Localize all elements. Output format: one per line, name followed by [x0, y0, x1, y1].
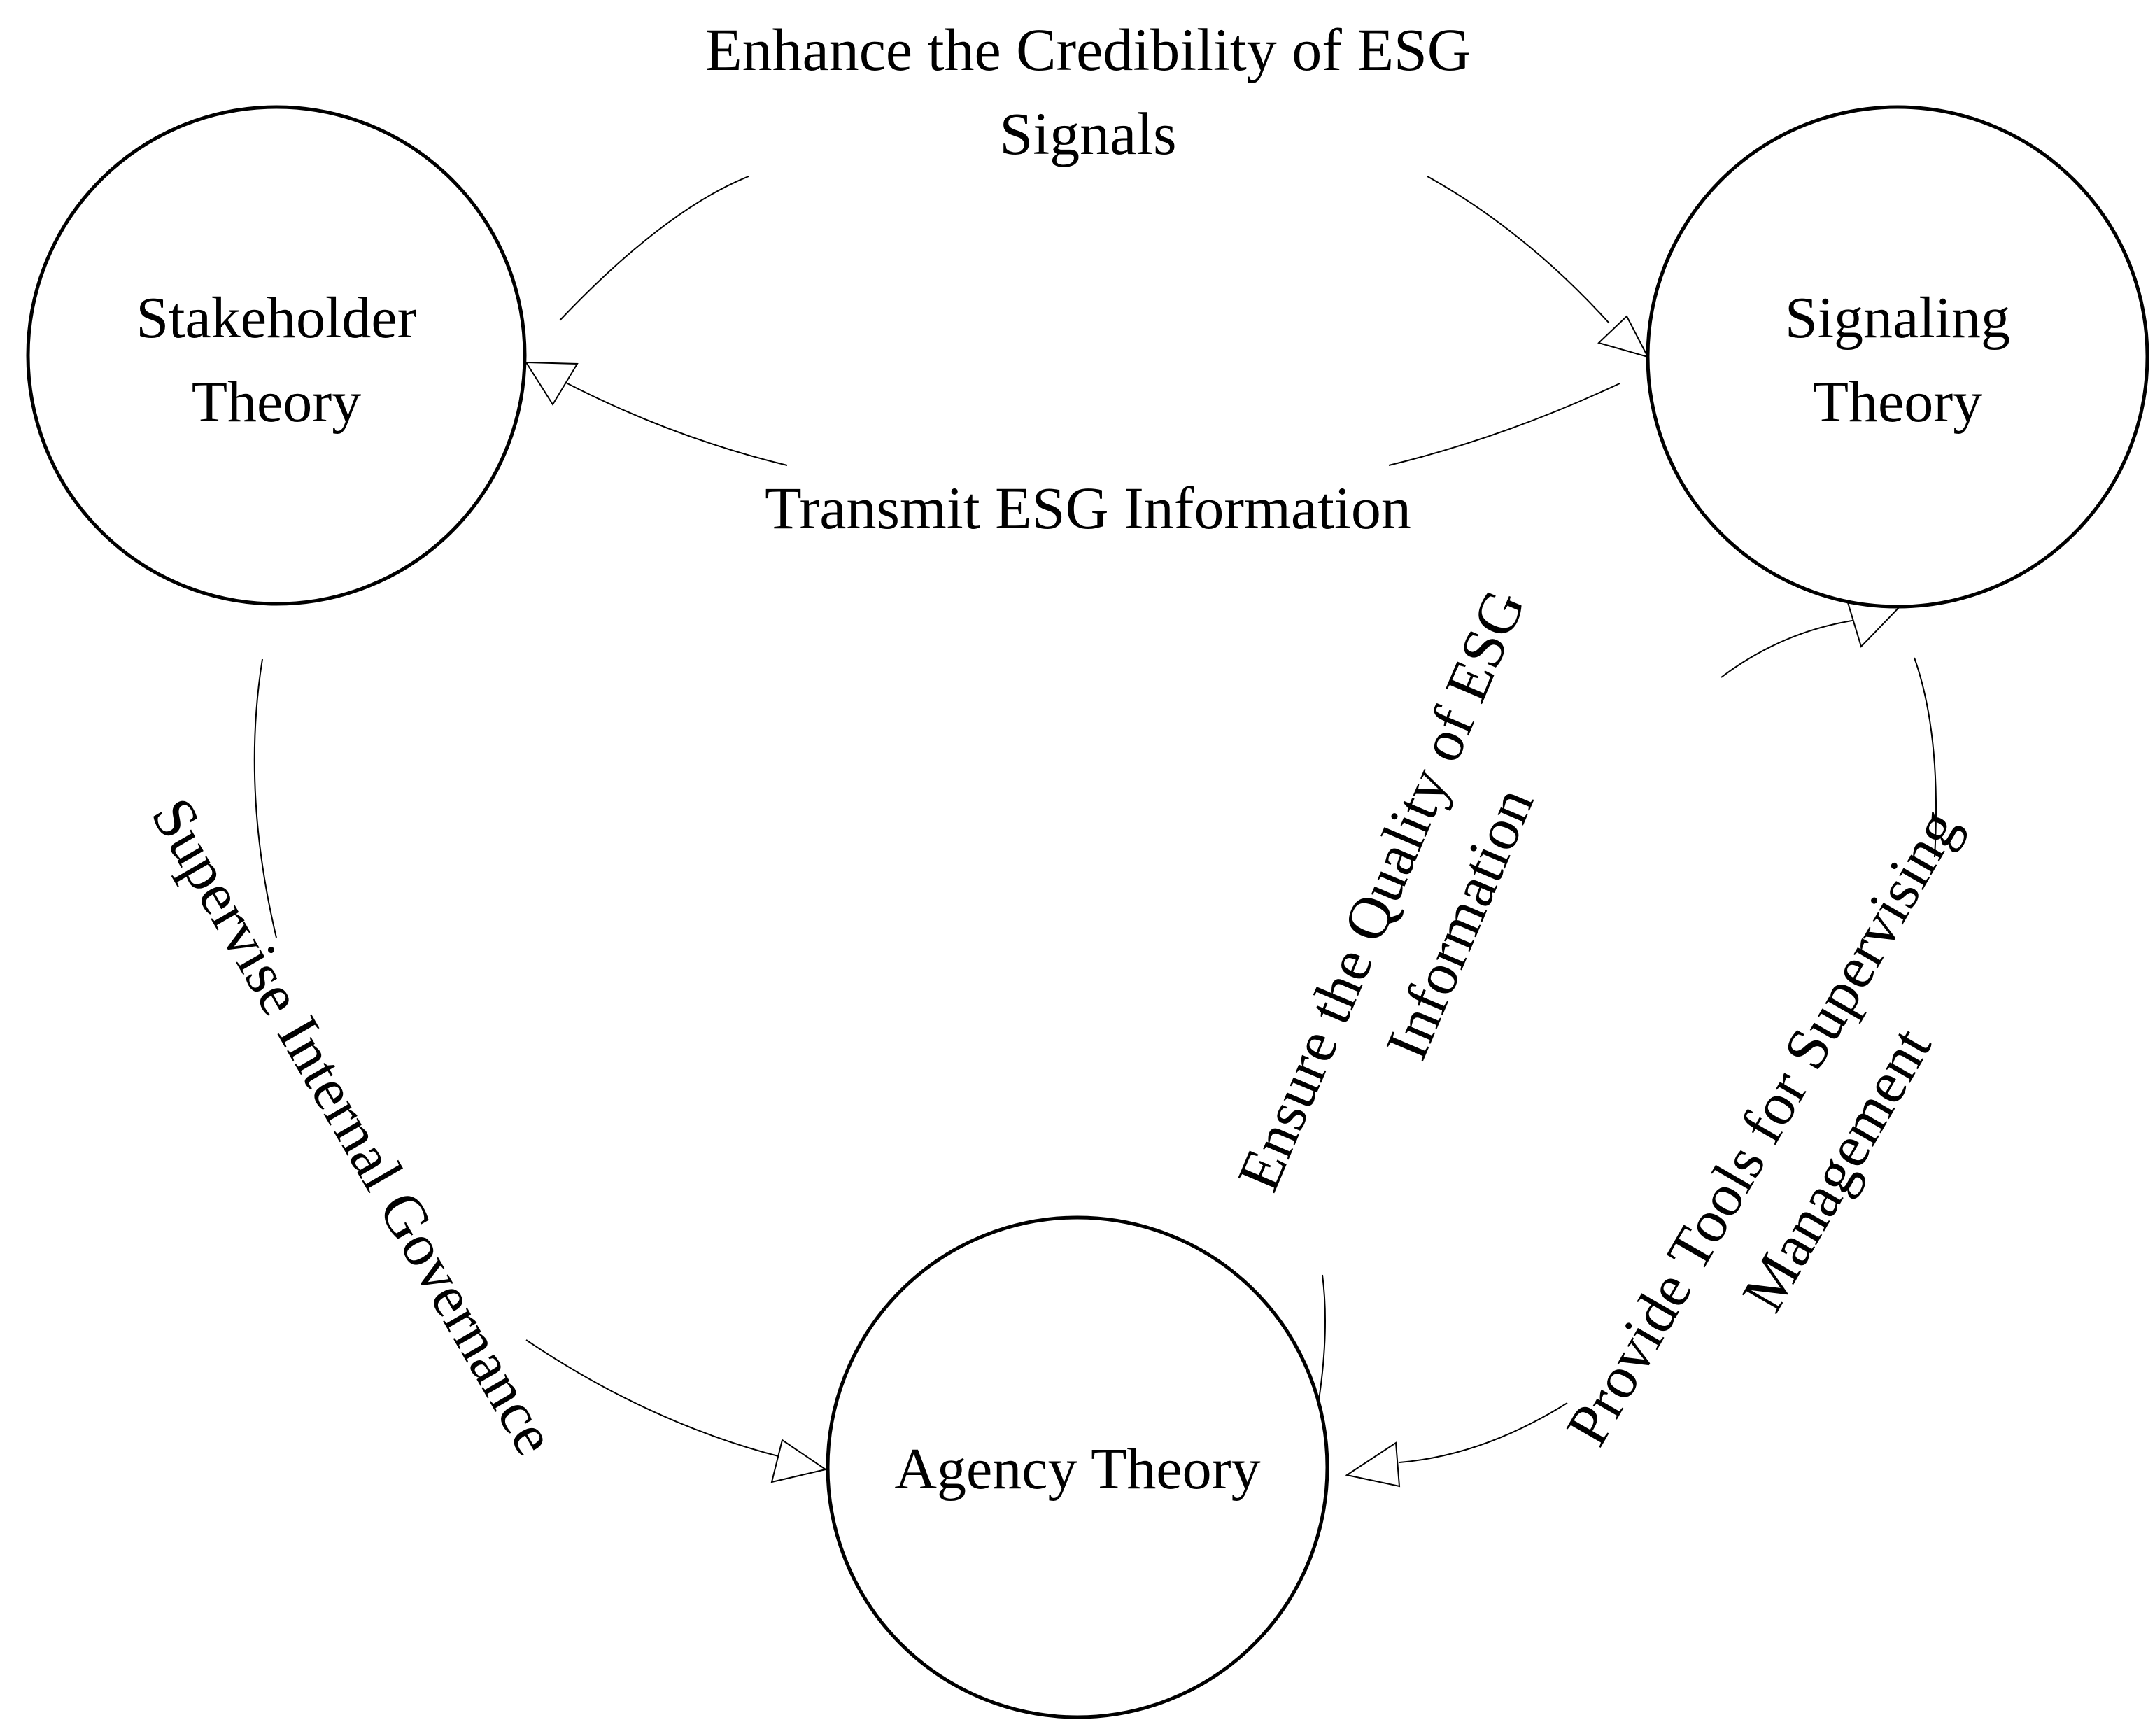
node-agency-theory: Agency Theory: [826, 1215, 1329, 1719]
edge-transmit-info-line: [1388, 383, 1620, 466]
label-supervise-governance-line1: Supervise Internal Governance: [139, 786, 570, 1465]
label-transmit-info: Transmit ESG Information: [765, 474, 1411, 542]
node-signaling-theory: Signaling Theory: [1646, 105, 2149, 609]
node-stakeholder-label-line2: Theory: [192, 369, 362, 435]
edge-enhance-credibility-line-right: [1427, 176, 1610, 324]
label-ensure-quality: Ensure the Quality of ESG Information: [1224, 580, 1546, 1200]
label-provide-tools: Provide Tools for Supervising Management: [1553, 798, 1972, 1456]
edge-provide-tools-line: [1914, 657, 1937, 858]
edge-supervise-governance-line: [253, 658, 277, 938]
node-agency-label: Agency Theory: [894, 1437, 1260, 1502]
node-signaling-circle: [1646, 105, 2149, 609]
arrowhead-to-signaling-icon: [1597, 315, 1649, 358]
edge-provide-tools: [1345, 657, 1937, 1488]
edge-ensure-quality-line-upper: [1721, 619, 1862, 678]
node-signaling-label-line2: Theory: [1813, 369, 1983, 435]
edge-supervise-governance-line-bottom: [525, 1339, 784, 1458]
node-agency-circle: [826, 1215, 1329, 1719]
edge-provide-tools-line-bottom: [1399, 1402, 1568, 1463]
label-provide-tools-line1: Provide Tools for Supervising: [1553, 798, 1972, 1456]
label-enhance-credibility-line1: Enhance the Credibility of ESG: [705, 16, 1471, 83]
edge-ensure-quality-line: [1318, 1274, 1326, 1400]
node-signaling-label-line1: Signaling: [1785, 285, 2010, 351]
edge-supervise-governance: [253, 658, 828, 1483]
label-supervise-governance: Supervise Internal Governance: [139, 786, 570, 1465]
label-enhance-credibility: Enhance the Credibility of ESG Signals: [705, 16, 1471, 167]
edge-ensure-quality: [1318, 599, 1905, 1400]
node-stakeholder-theory: Stakeholder Theory: [26, 105, 527, 606]
node-stakeholder-label-line1: Stakeholder: [136, 285, 416, 351]
edge-enhance-credibility: [559, 176, 1649, 358]
arrowhead-to-agency-right-icon: [1345, 1441, 1401, 1488]
label-enhance-credibility-line2: Signals: [999, 100, 1176, 167]
node-stakeholder-circle: [26, 105, 527, 606]
edge-transmit-info-line-left: [563, 381, 788, 466]
label-transmit-info-line1: Transmit ESG Information: [765, 474, 1411, 542]
arrowhead-to-stakeholder-icon: [525, 361, 579, 406]
edge-enhance-credibility-line: [559, 176, 749, 321]
edge-transmit-info: [525, 361, 1620, 466]
arrowhead-to-agency-left-icon: [770, 1439, 828, 1483]
